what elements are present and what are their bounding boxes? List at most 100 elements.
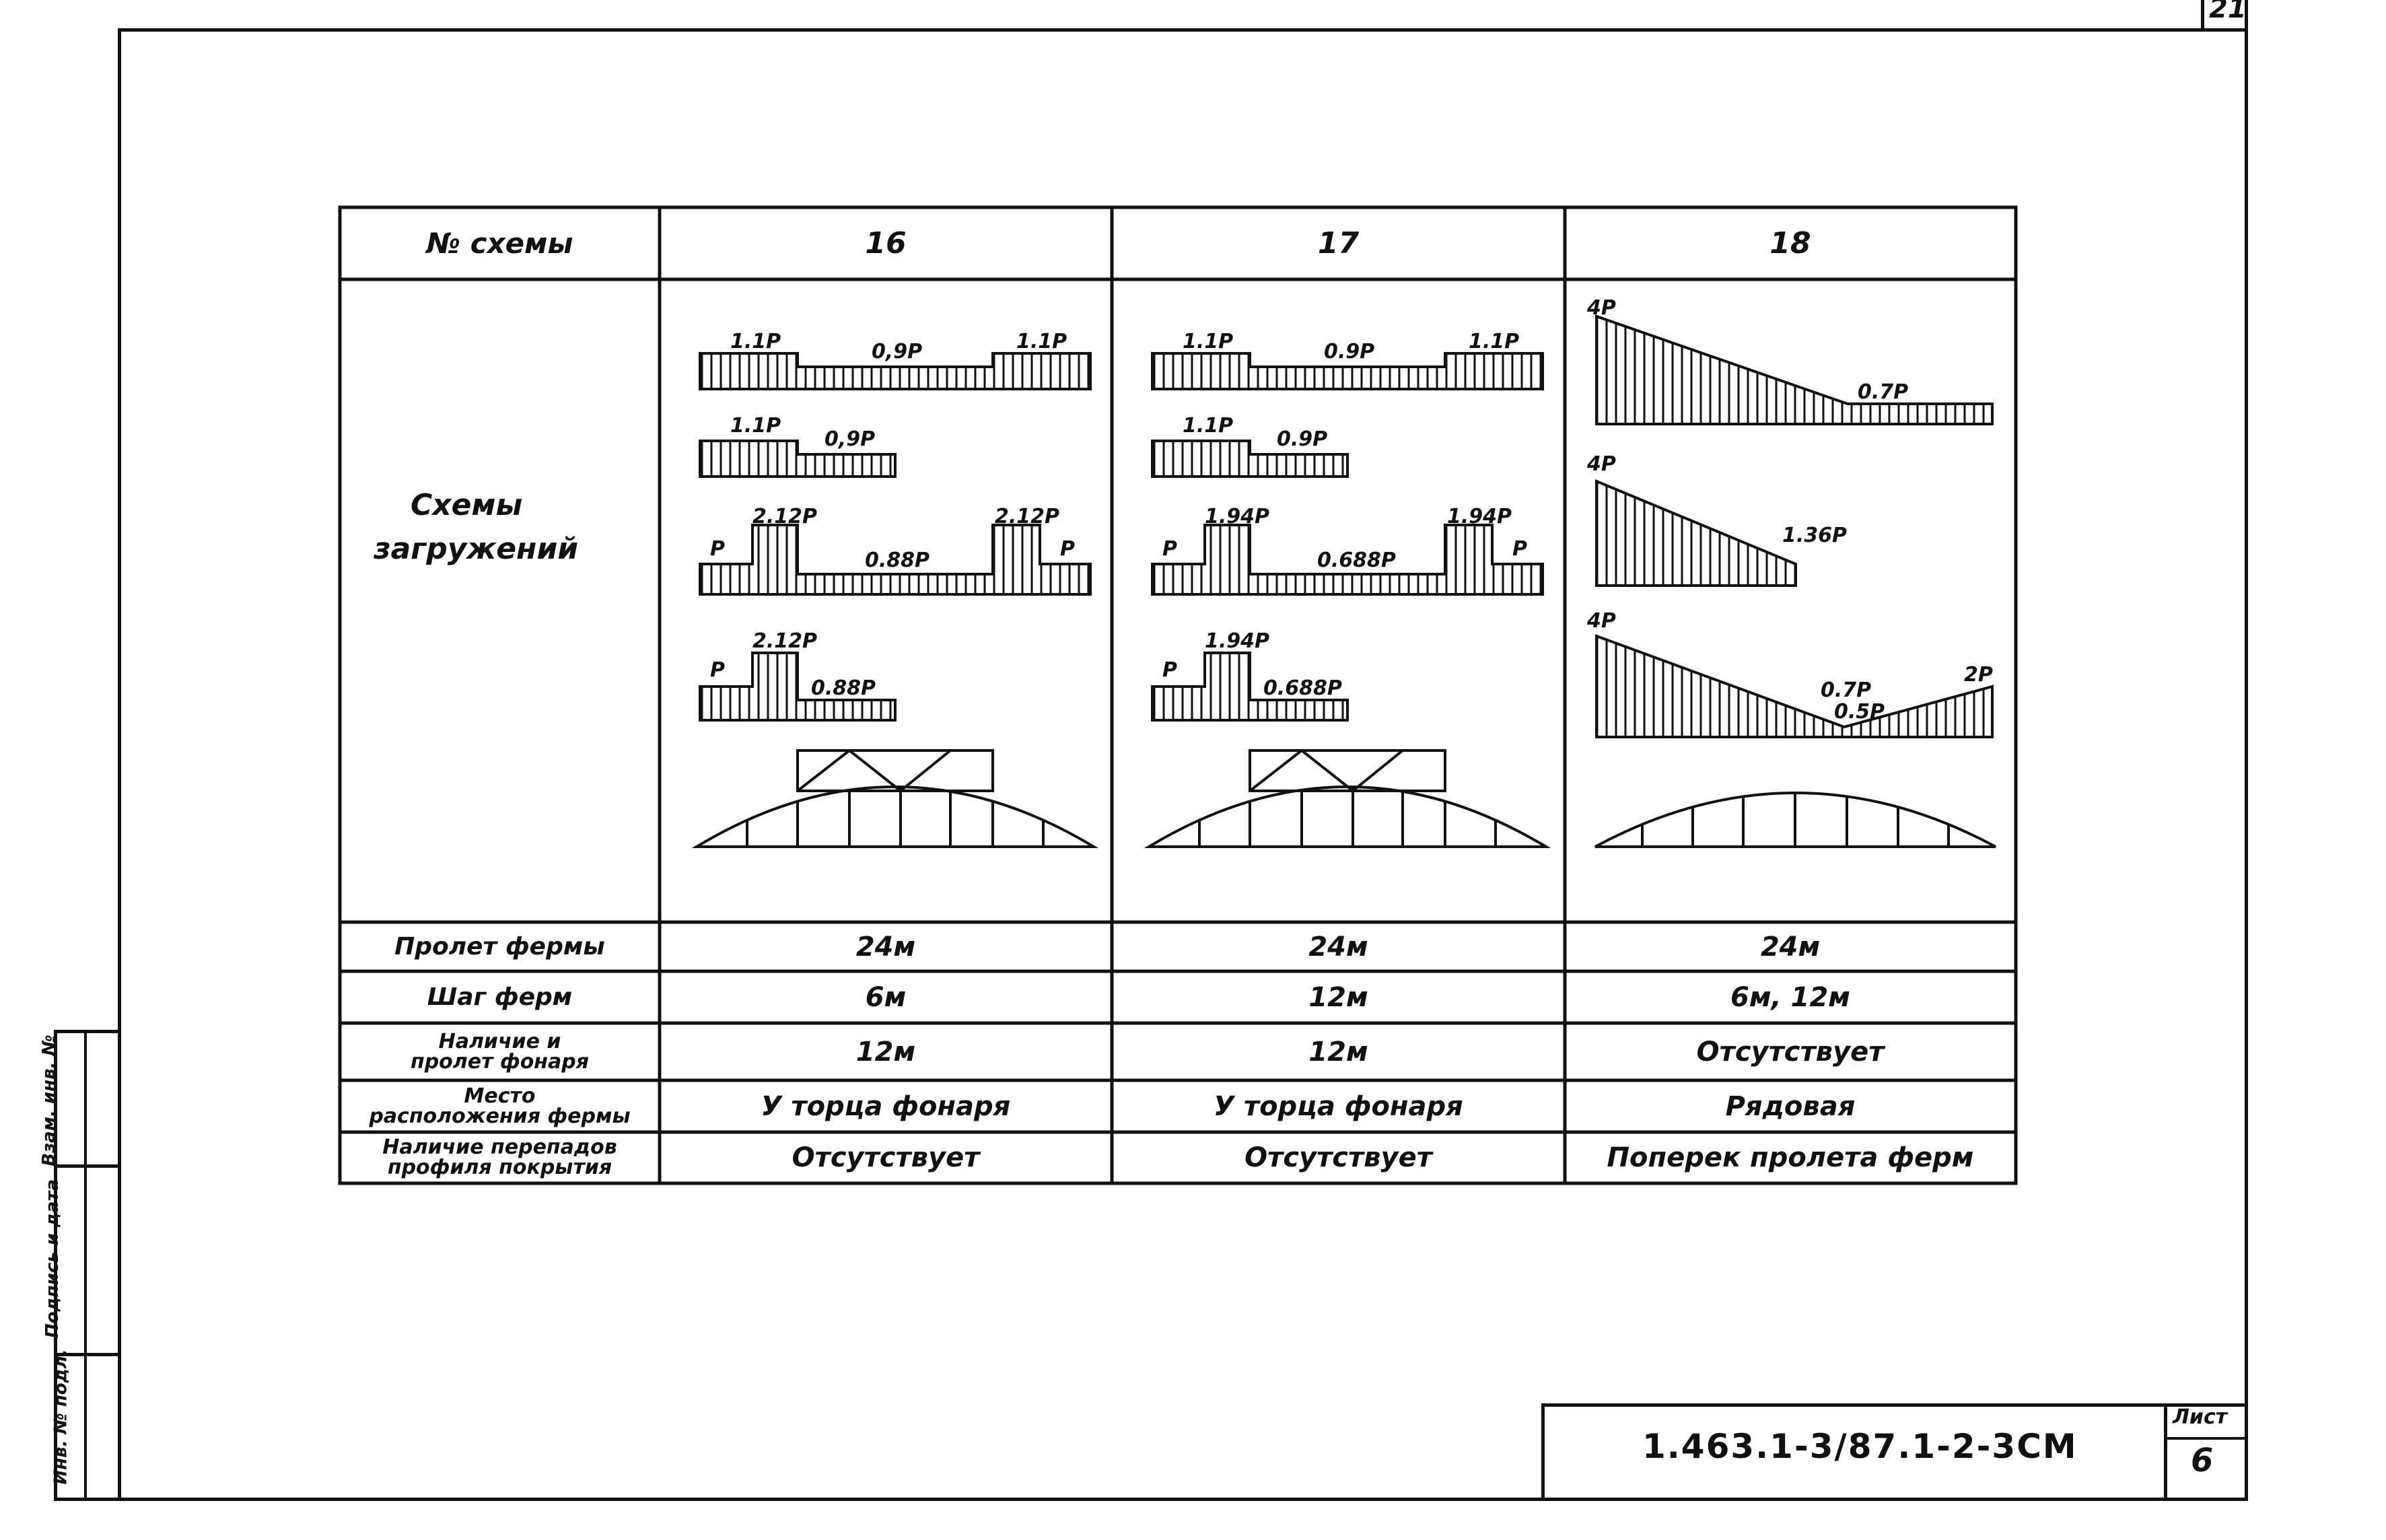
s16-lantern-frame xyxy=(796,749,994,792)
load-row-label-1: Схемы xyxy=(411,488,523,522)
side-stamp-divider xyxy=(54,1353,121,1356)
load-value-label: 1.1P xyxy=(1183,414,1234,438)
title-block-divider xyxy=(2164,1403,2167,1501)
load-value-label: P xyxy=(1162,537,1177,561)
row-label-line: расположения фермы xyxy=(369,1104,631,1128)
load-value-label: 2.12P xyxy=(752,505,818,528)
load-value-label: 1.36P xyxy=(1782,524,1848,547)
load-value-label: 1.94P xyxy=(1447,505,1512,528)
row-label-line: Наличие и xyxy=(438,1029,561,1053)
row-value: Отсутствует xyxy=(1244,1142,1432,1173)
load-value-label: 1.1P xyxy=(730,414,781,438)
load-value-label: 1.94P xyxy=(1205,505,1270,528)
load-value-label: 0.9P xyxy=(1324,340,1375,363)
s16-load-diagram-2 xyxy=(699,440,897,478)
load-value-label: 2.12P xyxy=(995,505,1060,528)
load-value-label: 1.94P xyxy=(1205,629,1270,653)
load-value-label: 0.9P xyxy=(1277,427,1328,451)
s17-lantern-brace xyxy=(1352,749,1404,792)
row-label-line: Место xyxy=(464,1084,536,1108)
drawing-frame xyxy=(118,28,2248,1501)
load-value-label: 0.5P xyxy=(1834,700,1885,724)
row-value: 12м xyxy=(1308,981,1368,1013)
title-block-divider xyxy=(2164,1437,2248,1440)
load-value-label: P xyxy=(1060,537,1075,561)
s16-lantern-brace xyxy=(899,749,952,792)
load-value-label: 1.1P xyxy=(730,330,781,353)
row-label-line: Шаг ферм xyxy=(427,983,573,1011)
load-value-label: 0.88P xyxy=(811,676,876,700)
scheme-18-header: 18 xyxy=(1769,226,1811,260)
load-value-label: 4P xyxy=(1587,296,1616,320)
row-value: Поперек пролета ферм xyxy=(1607,1142,1974,1173)
row-label: Пролет фермы xyxy=(340,922,660,971)
load-value-label: 2P xyxy=(1964,663,1993,687)
row-label-line: профиля покрытия xyxy=(387,1156,612,1179)
header-label: № схемы xyxy=(426,227,573,260)
row-value: 12м xyxy=(855,1036,916,1068)
load-value-label: 1.1P xyxy=(1016,330,1067,353)
scheme-16-header: 16 xyxy=(865,226,907,260)
s17-lantern-frame xyxy=(1249,749,1446,792)
load-value-label: 4P xyxy=(1587,609,1616,633)
row-value: Отсутствует xyxy=(1696,1036,1885,1068)
s17-lantern-brace xyxy=(1300,749,1354,792)
load-value-label: P xyxy=(710,658,725,682)
s17-load-diagram-4 xyxy=(1151,652,1349,722)
row-value: 12м xyxy=(1308,1036,1368,1068)
load-value-label: P xyxy=(1512,537,1527,561)
side-stamp-divider xyxy=(84,1030,87,1501)
sheet-label: Лист xyxy=(2173,1405,2228,1429)
load-value-label: 0.88P xyxy=(865,549,930,572)
load-value-label: 1.1P xyxy=(1183,330,1234,353)
row-value: Отсутствует xyxy=(792,1142,980,1173)
s16-load-diagram-1 xyxy=(699,352,1092,390)
load-value-label: 4P xyxy=(1587,452,1616,476)
s17-truss-arch xyxy=(1144,785,1551,848)
row-value: Рядовая xyxy=(1725,1090,1856,1122)
row-value: У торца фонаря xyxy=(761,1090,1011,1122)
doc-code: 1.463.1-3/87.1-2-3СМ xyxy=(1642,1427,2078,1466)
side-stamp xyxy=(54,1030,121,1501)
s16-lantern-brace xyxy=(848,749,902,792)
s16-load-diagram-3 xyxy=(699,524,1092,596)
scheme-17-header: 17 xyxy=(1317,226,1360,260)
row-label: Шаг ферм xyxy=(340,971,660,1023)
load-value-label: 0.688P xyxy=(1317,549,1396,572)
s17-load-diagram-2 xyxy=(1151,440,1349,478)
load-value-label: 0,9P xyxy=(824,427,876,451)
sheet-number: 6 xyxy=(2191,1442,2214,1479)
s18-truss-arch xyxy=(1594,792,1996,848)
s18-load-diagram-1 xyxy=(1595,314,1994,425)
load-value-label: 1.1P xyxy=(1469,330,1520,353)
load-value-label: 0.688P xyxy=(1263,676,1342,700)
load-value-label: 2.12P xyxy=(752,629,818,653)
s16-truss-arch xyxy=(691,785,1099,848)
corner-number-box xyxy=(2201,0,2248,32)
row-label-line: Наличие перепадов xyxy=(382,1135,617,1159)
s18-load-diagram-2 xyxy=(1595,479,1797,587)
load-value-label: P xyxy=(710,537,725,561)
s17-lantern-brace xyxy=(1249,749,1303,792)
page-corner-number: 21 xyxy=(2209,0,2247,24)
load-value-label: 0,9P xyxy=(872,340,923,363)
side-stamp-divider xyxy=(54,1164,121,1168)
row-label-line: пролет фонаря xyxy=(410,1049,590,1074)
load-value-label: P xyxy=(1162,658,1177,682)
s18-load-diagram-3 xyxy=(1595,634,1994,738)
row-label-line: Пролет фермы xyxy=(394,932,605,960)
row-value: 6м, 12м xyxy=(1730,981,1850,1013)
load-value-label: 0.7P xyxy=(1858,380,1909,404)
s17-load-diagram-1 xyxy=(1151,352,1544,390)
row-value: У торца фонаря xyxy=(1214,1090,1463,1122)
load-row-label-2: загружений xyxy=(374,532,579,566)
row-value: 24м xyxy=(1308,931,1368,963)
row-value: 6м xyxy=(865,981,907,1013)
row-value: 24м xyxy=(855,931,916,963)
title-block xyxy=(1541,1403,2248,1501)
